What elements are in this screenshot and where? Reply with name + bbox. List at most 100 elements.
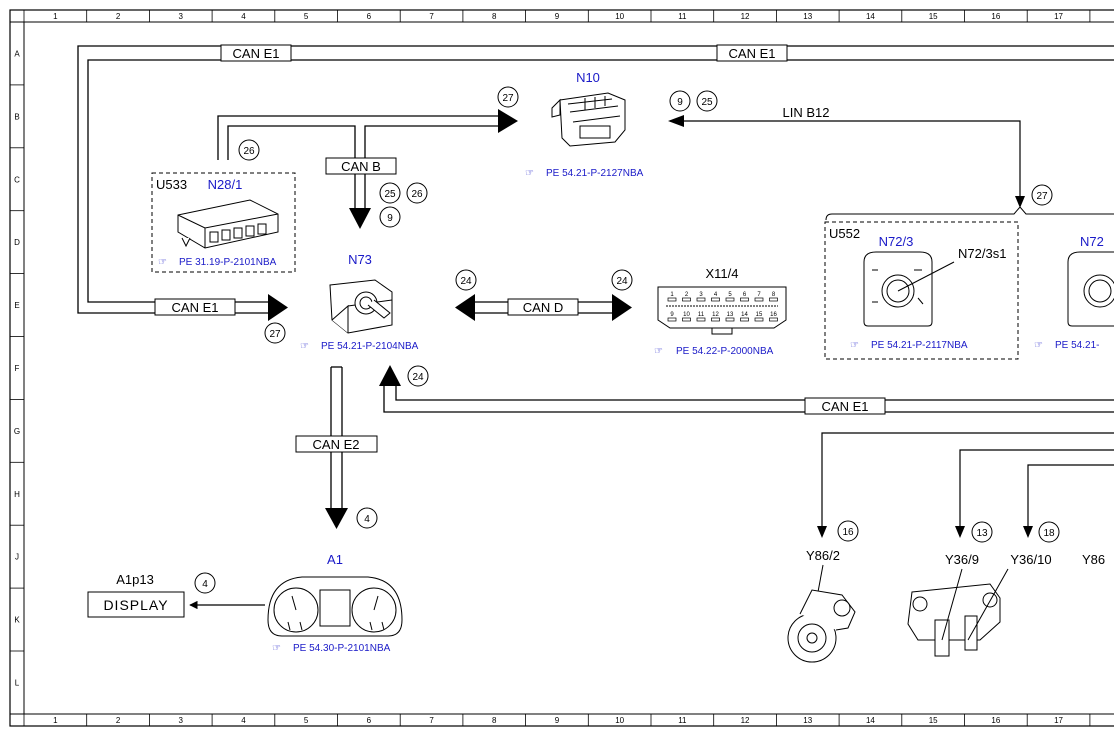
callout-27-n73: 27 (264, 322, 286, 344)
row-tick-B: B (14, 112, 19, 121)
column-tick-2: 2 (116, 716, 121, 725)
row-tick-C: C (14, 175, 20, 184)
column-tick-11: 11 (678, 12, 687, 21)
can-e2-label: CAN E2 (313, 437, 360, 452)
svg-text:9: 9 (387, 213, 393, 224)
n72-right-control-panel-icon (1067, 251, 1114, 327)
column-tick-5: 5 (304, 716, 309, 725)
callouts: 27 9 25 26 25 26 9 27 24 24 27 24 4 4 16… (194, 86, 1060, 594)
x11-4-pin-14: 14 (741, 312, 748, 318)
n28-1-ref-icon: ☞ (158, 257, 167, 268)
arrow-y36-10 (1023, 526, 1033, 538)
can-d-label: CAN D (523, 300, 563, 315)
column-tick-4: 4 (241, 716, 246, 725)
column-tick-17: 17 (1054, 12, 1063, 21)
n72-right-ref-icon: ☞ (1034, 340, 1043, 351)
n72-3-ref[interactable]: PE 54.21-P-2117NBA (871, 340, 968, 351)
callout-9-n10: 9 (669, 90, 691, 112)
can-e1-tag-top-left (220, 44, 292, 62)
arrow-y36-9 (955, 526, 965, 538)
callout-24-left: 24 (455, 269, 477, 291)
column-tick-6: 6 (367, 716, 372, 725)
can-e1-label-top-right: CAN E1 (729, 46, 776, 61)
n10-ref-icon: ☞ (525, 168, 534, 179)
svg-text:18: 18 (1043, 528, 1055, 539)
column-tick-14: 14 (866, 716, 875, 725)
drawing-frame (9, 9, 1114, 727)
svg-text:25: 25 (701, 97, 713, 108)
callout-24-lower: 24 (407, 365, 429, 387)
can-e1-arrow-up-n73 (379, 365, 401, 386)
n72-3s1-name: N72/3s1 (958, 246, 1006, 261)
n73-ref[interactable]: PE 54.21-P-2104NBA (321, 341, 419, 352)
callout-24-right: 24 (611, 269, 633, 291)
can-e1-tag-top-right (716, 44, 788, 62)
can-b-label: CAN B (341, 159, 381, 174)
callout-16: 16 (837, 520, 859, 542)
x11-4-pin-1: 1 (670, 292, 674, 298)
column-tick-10: 10 (615, 716, 624, 725)
svg-text:27: 27 (269, 329, 281, 340)
row-tick-E: E (14, 301, 19, 310)
n72-right-ref[interactable]: PE 54.21- (1055, 340, 1099, 351)
column-tick-15: 15 (929, 12, 938, 21)
can-e1-bus-lower (383, 385, 1114, 413)
n73-name: N73 (348, 252, 372, 267)
svg-text:26: 26 (411, 189, 423, 200)
x11-4-diagnostic-connector-icon (657, 286, 787, 335)
u533-label: U533 (156, 177, 187, 192)
x11-4-pin-5: 5 (728, 292, 732, 298)
can-b-arrow-n10 (498, 109, 518, 133)
callout-27-n10: 27 (497, 86, 519, 108)
svg-text:24: 24 (460, 276, 472, 287)
column-tick-8: 8 (492, 716, 497, 725)
a1p13-display-box (87, 591, 185, 618)
x11-4-pin-10: 10 (683, 312, 690, 318)
column-tick-2: 2 (116, 12, 121, 21)
column-tick-5: 5 (304, 12, 309, 21)
column-tick-16: 16 (991, 12, 1000, 21)
svg-text:24: 24 (616, 276, 628, 287)
y86-2-valve-icon (787, 564, 856, 663)
n10-ref[interactable]: PE 54.21-P-2127NBA (546, 168, 644, 179)
x11-4-pin-7: 7 (757, 292, 761, 298)
column-tick-16: 16 (991, 716, 1000, 725)
u533-group-box (151, 172, 296, 273)
x11-4-pin-6: 6 (743, 292, 747, 298)
can-e1-label-top-left: CAN E1 (233, 46, 280, 61)
a1-ref[interactable]: PE 54.30-P-2101NBA (293, 643, 391, 654)
callout-9-n73: 9 (379, 206, 401, 228)
svg-text:16: 16 (842, 527, 854, 538)
column-tick-13: 13 (803, 12, 812, 21)
n72-3-ref-icon: ☞ (850, 340, 859, 351)
row-tick-F: F (15, 364, 20, 373)
column-tick-4: 4 (241, 12, 246, 21)
svg-text:9: 9 (677, 97, 683, 108)
svg-text:4: 4 (202, 579, 208, 590)
svg-text:26: 26 (243, 146, 255, 157)
column-tick-7: 7 (429, 716, 434, 725)
svg-text:24: 24 (412, 372, 424, 383)
x11-4-pin-8: 8 (772, 292, 776, 298)
valve-feed-lines (821, 432, 1114, 527)
callout-25-n73: 25 (379, 182, 401, 204)
a1-ref-icon: ☞ (272, 643, 281, 654)
y36-valve-block-icon (907, 568, 1009, 657)
x11-4-pin-2: 2 (685, 292, 689, 298)
can-e1-label-left: CAN E1 (172, 300, 219, 315)
u552-label: U552 (829, 226, 860, 241)
n73-ignition-switch-icon (329, 279, 393, 334)
lin-arrow-n10 (668, 115, 684, 127)
n28-1-ref[interactable]: PE 31.19-P-2101NBA (179, 257, 277, 268)
callout-26-n73: 26 (406, 182, 428, 204)
x11-4-ref[interactable]: PE 54.22-P-2000NBA (676, 346, 774, 357)
can-e1-arrow-n73 (268, 294, 288, 321)
callout-4-display: 4 (194, 572, 216, 594)
callout-26-u533: 26 (238, 139, 260, 161)
x11-4-pin-13: 13 (727, 312, 734, 318)
lin-arrow-u552 (1015, 196, 1025, 208)
callout-4-a1: 4 (356, 507, 378, 529)
n72-right-name: N72 (1080, 234, 1104, 249)
